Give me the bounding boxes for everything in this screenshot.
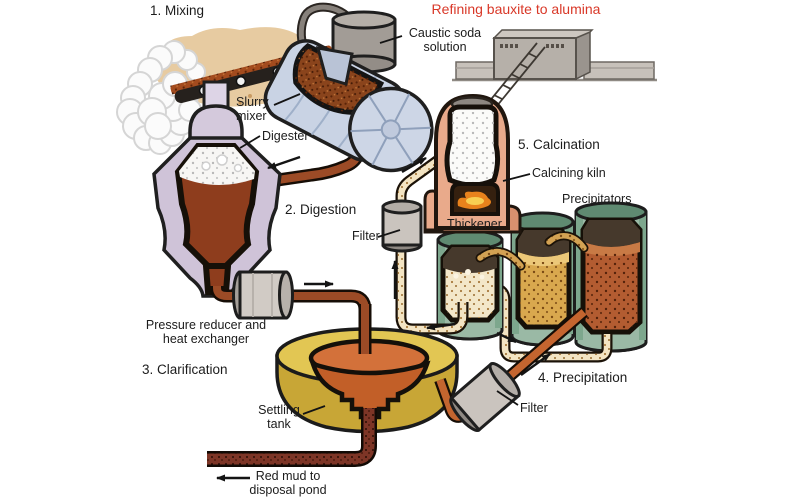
label-slurry-mixer: Slurry mixer [236,95,269,124]
label-caustic-soda: Caustic soda solution [408,26,482,55]
transfer-stream-2 [544,231,589,253]
label-thickener: Thickener [447,217,502,231]
arrow-precipitation-feed [520,353,551,376]
label-calcining-kiln: Calcining kiln [532,166,606,180]
arrow-thickener-return [426,322,456,331]
step-label-precipitation: 4. Precipitation [538,370,628,385]
precipitator-2 [574,201,648,353]
label-precipitators: Precipitators [562,192,632,206]
step-label-digestion: 2. Digestion [285,202,357,217]
settling-funnel [308,338,431,420]
label-leader-lines [239,35,531,415]
label-red-mud: Red mud to disposal pond [249,469,327,498]
calcining-kiln [423,93,522,234]
label-pressure-reducer: Pressure reducer and heat exchanger [145,318,267,347]
step-label-calcination: 5. Calcination [518,137,600,152]
step-label-clarification: 3. Clarification [142,362,228,377]
slurry-mixer [263,39,434,173]
pipe-thickener-to-kiln [395,155,469,335]
label-filter-top: Filter [352,229,380,243]
diagram-title: Refining bauxite to alumina [431,1,601,17]
mixer-hopper [315,46,354,86]
pressure-reducer [232,270,294,320]
thickener-tank [436,229,504,341]
digester [152,80,282,298]
filter-bottom [449,361,521,433]
arrow-kiln-feed [401,156,427,174]
precipitator-1 [510,211,575,347]
step-label-mixing: 1. Mixing [150,3,205,18]
label-settling-tank: Settling tank [258,403,300,432]
transfer-stream-1 [475,247,526,271]
label-filter-bottom: Filter [520,401,548,415]
arrow-mixer-to-digester [267,155,301,170]
arrow-liquor-return [496,331,517,344]
pipe-red-mud [207,408,377,467]
filter-top [381,199,423,253]
flow-arrows [216,155,551,482]
label-digester: Digester [262,129,309,143]
